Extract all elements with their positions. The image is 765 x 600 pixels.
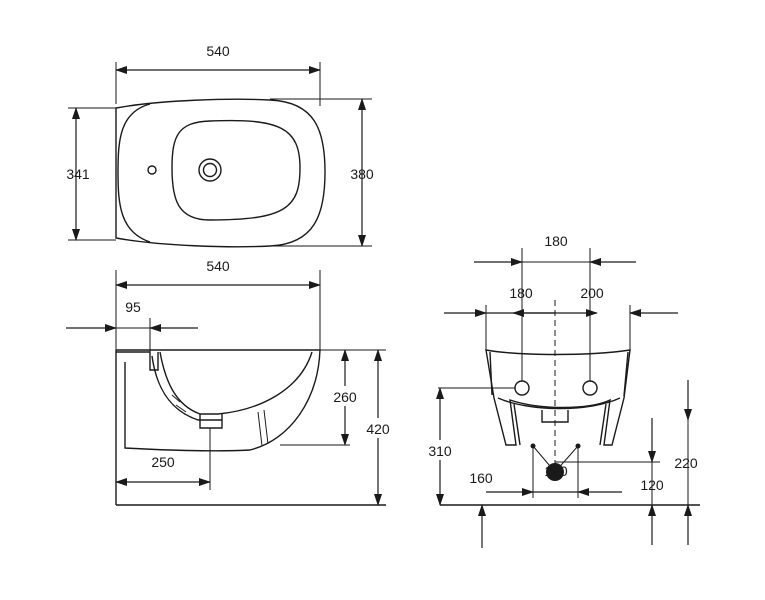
bowl-depth-label: 260 [333, 389, 357, 405]
front-left-offset-label: 160 [469, 470, 493, 486]
front-view-outline [485, 349, 631, 446]
drain-offset-label: 250 [151, 454, 175, 470]
front-right-height-label: 220 [674, 455, 698, 471]
front-view: 180 180 200 310 160 120 120 220 [423, 233, 700, 548]
mounting-hole-right-icon [582, 380, 598, 396]
rear-offset-label: 95 [125, 299, 141, 315]
total-height-label: 420 [366, 421, 390, 437]
front-left-height-label: 310 [428, 443, 452, 459]
bowl-outline [171, 119, 301, 221]
front-right-offset-label: 120 [640, 477, 664, 493]
mounting-hole-left-icon [514, 380, 530, 396]
top-view-outline [115, 98, 326, 248]
side-width-label: 540 [206, 258, 230, 274]
drain-icon [198, 158, 222, 182]
front-left-half-label: 180 [509, 285, 533, 301]
top-left-height-label: 341 [66, 166, 90, 182]
top-right-height-label: 380 [350, 166, 374, 182]
front-center-spacing-label: 120 [544, 463, 568, 479]
side-view: 540 95 250 260 420 [66, 258, 395, 506]
tap-hole-icon [147, 165, 157, 175]
top-view: 540 341 380 [66, 43, 374, 248]
front-top-span-label: 180 [544, 233, 568, 249]
top-width-label: 540 [206, 43, 230, 59]
side-view-outline [116, 349, 321, 452]
front-right-half-label: 200 [580, 285, 604, 301]
